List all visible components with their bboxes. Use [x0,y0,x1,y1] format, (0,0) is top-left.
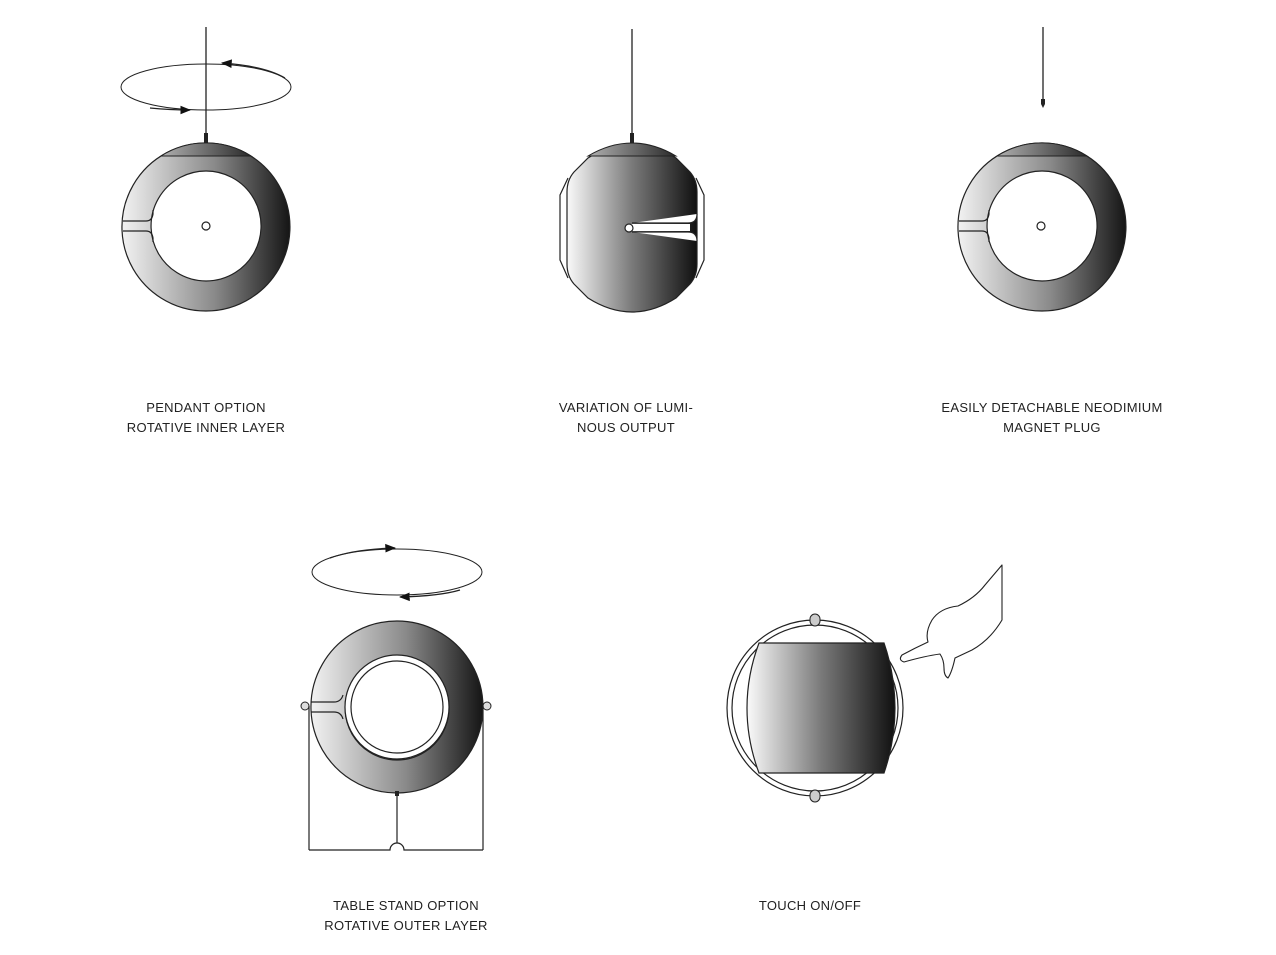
magnet-lamp [957,27,1127,312]
caption-table: TABLE STAND OPTION ROTATIVE OUTER LAYER [306,896,506,936]
magnet-plug-tip [1041,99,1045,108]
pendant-lamp [120,27,292,312]
caption-magnet: EASILY DETACHABLE NEODIMIUM MAGNET PLUG [922,398,1182,438]
variation-lamp [559,29,705,313]
table-lamp [300,543,492,851]
outer-frame-right [695,177,705,279]
touch-lamp [726,564,1003,803]
aperture-slot [632,213,698,242]
caption-line: NOUS OUTPUT [577,420,675,435]
light-source-dot [624,223,634,233]
caption-line: EASILY DETACHABLE NEODIMIUM [941,400,1163,415]
light-source-dot [1036,221,1046,231]
caption-line: PENDANT OPTION [146,400,266,415]
aperture-opening [630,224,690,231]
caption-line: ROTATIVE INNER LAYER [126,420,286,435]
light-source-dot [201,221,211,231]
inner-slot [959,210,990,242]
caption-line: TOUCH ON/OFF [758,898,862,913]
outer-slot [311,694,344,720]
top-clip [809,613,821,627]
lamp-shell [121,142,291,312]
shell-top-cap [995,142,1089,157]
lamp-body [746,642,896,774]
caption-touch: TOUCH ON/OFF [710,896,910,916]
rotation-arrow-icon [311,543,483,602]
outer-frame-left [559,177,569,279]
caption-pendant: PENDANT OPTION ROTATIVE INNER LAYER [106,398,306,438]
shell-top-cap [586,142,678,157]
cable-plug [204,133,208,143]
cable-plug [630,133,634,143]
caption-line: MAGNET PLUG [1003,420,1101,435]
hand-icon [899,564,1003,679]
caption-line: TABLE STAND OPTION [333,898,479,913]
inner-slot [123,210,154,242]
inner-ring-opening [350,660,444,754]
caption-line: VARIATION OF LUMI- [558,400,694,415]
bottom-clip [809,789,821,803]
lamp-shell [957,142,1127,312]
table-stand [300,701,492,851]
caption-variation: VARIATION OF LUMI- NOUS OUTPUT [526,398,726,438]
caption-line: ROTATIVE OUTER LAYER [324,918,488,933]
shell-top-cap [159,142,253,157]
